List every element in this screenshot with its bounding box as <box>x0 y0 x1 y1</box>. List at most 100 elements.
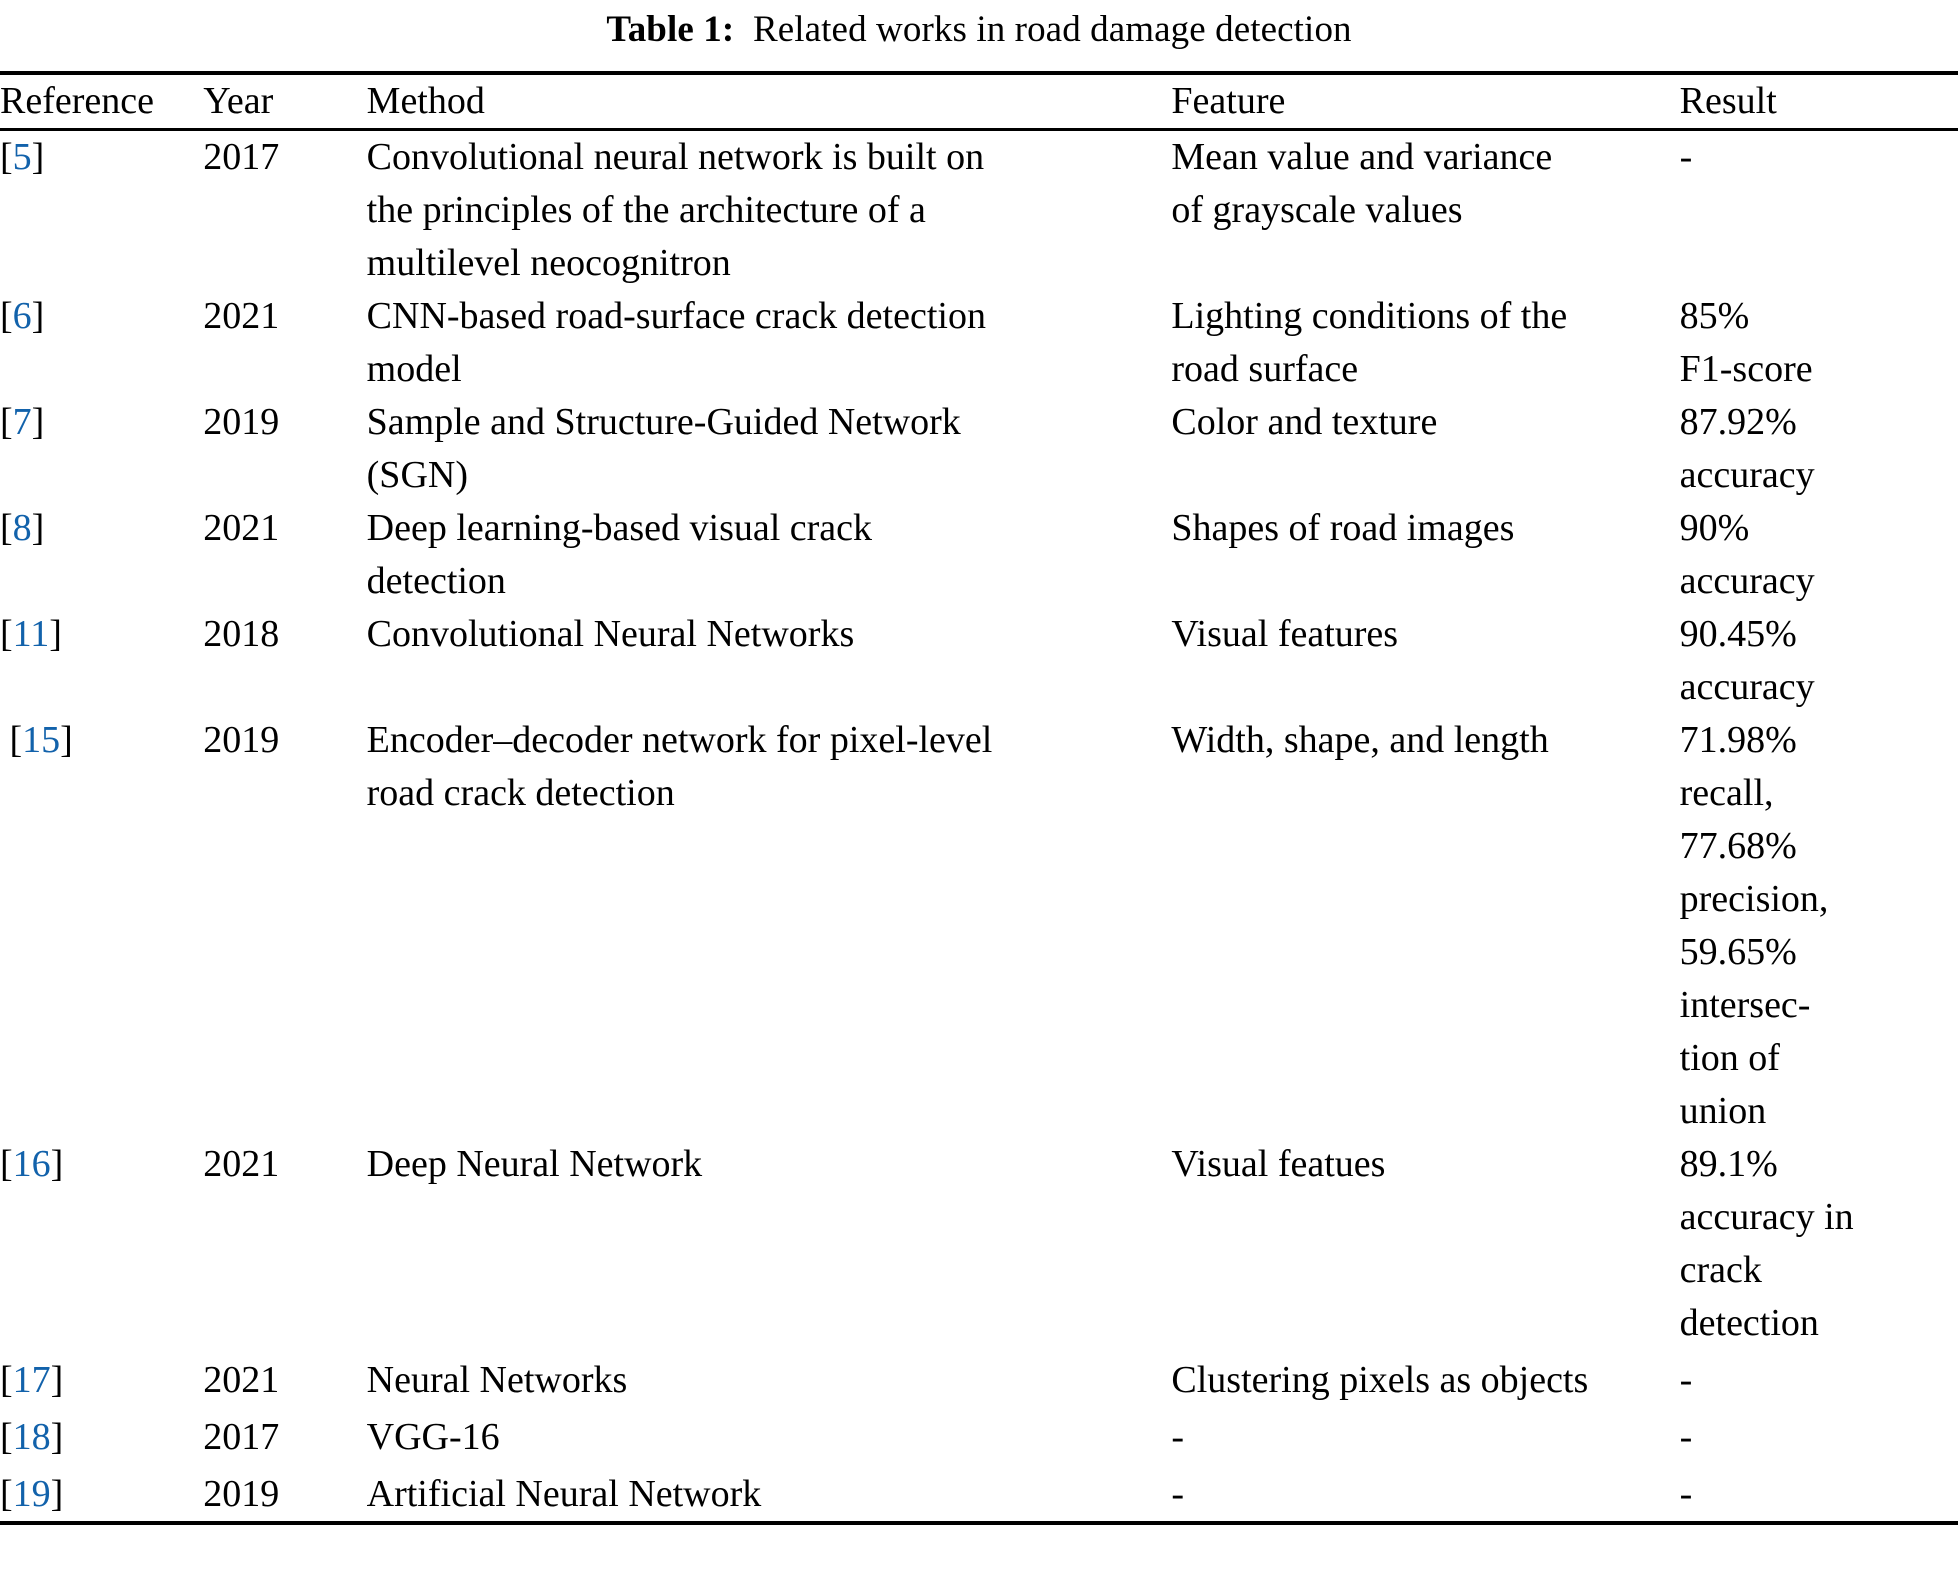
cell-year: 2021 <box>203 1143 280 1185</box>
table-header-rule <box>0 128 1958 131</box>
cell-method: Artificial Neural Network <box>366 1473 762 1515</box>
cell-reference: [18] <box>0 1407 203 1464</box>
cell-reference: [19] <box>0 1464 203 1521</box>
cell-feature: Width, shape, and length <box>1171 719 1549 761</box>
ref-bracket-open: [ <box>0 136 13 178</box>
cell-method: Sample and Structure-Guided Network (SGN… <box>366 401 961 496</box>
cell-feature: Visual featues <box>1171 1143 1386 1185</box>
reference-link[interactable]: 19 <box>12 1473 51 1515</box>
table-row: [6] 2021 CNN-based road-surface crack de… <box>0 290 1958 396</box>
table-caption-label: Table 1: <box>606 9 735 50</box>
reference-link[interactable]: 18 <box>12 1416 51 1458</box>
cell-result: 89.1% accuracy in crack detection <box>1679 1143 1854 1344</box>
ref-bracket-close: ] <box>31 136 45 178</box>
cell-year: 2017 <box>203 1416 280 1458</box>
cell-reference: [17] <box>0 1350 203 1407</box>
ref-bracket-open: [ <box>0 507 13 549</box>
ref-bracket-close: ] <box>50 1143 64 1185</box>
cell-method: Deep learning-based visual crack detecti… <box>366 507 873 602</box>
table-row: [16] 2021 Deep Neural Network Visual fea… <box>0 1138 1958 1350</box>
column-header-feature: Feature <box>1171 80 1286 122</box>
table-row: [15] 2019 Encoder–decoder network for pi… <box>0 714 1958 1138</box>
table-row: [17] 2021 Neural Networks Clustering pix… <box>0 1350 1958 1407</box>
cell-reference: [7] <box>0 396 203 502</box>
cell-method: Deep Neural Network <box>366 1143 703 1185</box>
column-header-result: Result <box>1679 80 1777 122</box>
reference-link[interactable]: 17 <box>12 1359 51 1401</box>
ref-bracket-close: ] <box>50 1359 64 1401</box>
reference-link[interactable]: 11 <box>12 613 50 655</box>
ref-bracket-open: [ <box>0 613 13 655</box>
ref-bracket-close: ] <box>50 1416 64 1458</box>
cell-reference: [8] <box>0 502 203 608</box>
table-data: [5] 2017 Convolutional neural network is… <box>0 131 1958 1521</box>
cell-feature: Lighting conditions of the road surface <box>1171 295 1568 390</box>
cell-method: CNN-based road-surface crack detection m… <box>366 295 986 390</box>
cell-feature: Visual features <box>1171 613 1399 655</box>
cell-method: Convolutional neural network is built on… <box>366 136 985 284</box>
column-header-reference: Reference <box>0 80 154 122</box>
table-top-rule <box>0 71 1958 75</box>
cell-result: 85% F1-score <box>1679 295 1813 390</box>
ref-bracket-close: ] <box>49 613 62 655</box>
ref-bracket-open: [ <box>0 1359 13 1401</box>
cell-result: - <box>1679 1359 1693 1401</box>
cell-result: 90.45% accuracy <box>1679 613 1815 708</box>
cell-method: Convolutional Neural Networks <box>366 613 855 655</box>
table-bottom-rule <box>0 1521 1958 1525</box>
cell-year: 2018 <box>203 613 280 655</box>
cell-reference: [16] <box>0 1138 203 1350</box>
ref-bracket-close: ] <box>60 719 73 761</box>
cell-year: 2021 <box>203 507 280 549</box>
cell-result: - <box>1679 1473 1693 1515</box>
reference-link[interactable]: 15 <box>22 719 61 761</box>
reference-link[interactable]: 5 <box>12 136 32 178</box>
ref-bracket-close: ] <box>50 1473 64 1515</box>
table-row: [5] 2017 Convolutional neural network is… <box>0 131 1958 290</box>
cell-reference: [5] <box>0 131 203 290</box>
ref-bracket-open: [ <box>0 295 13 337</box>
cell-method: Neural Networks <box>366 1359 628 1401</box>
reference-link[interactable]: 6 <box>12 295 32 337</box>
cell-year: 2019 <box>203 719 280 761</box>
reference-link[interactable]: 8 <box>12 507 32 549</box>
column-header-year: Year <box>203 80 274 122</box>
reference-link[interactable]: 16 <box>12 1143 51 1185</box>
cell-feature: - <box>1171 1416 1185 1458</box>
cell-feature: Color and texture <box>1171 401 1438 443</box>
cell-result: - <box>1679 136 1693 178</box>
table-head: Reference Year Method Feature Result <box>0 75 1958 128</box>
cell-feature: Shapes of road images <box>1171 507 1515 549</box>
cell-year: 2017 <box>203 136 280 178</box>
related-works-table: Table 1: Related works in road damage de… <box>0 0 1958 1525</box>
ref-lead <box>0 719 10 761</box>
table-row: [19] 2019 Artificial Neural Network - - <box>0 1464 1958 1521</box>
table-body: Reference Year Method Feature Result <box>0 75 1958 128</box>
table-caption: Table 1: Related works in road damage de… <box>0 0 1958 71</box>
ref-bracket-close: ] <box>31 507 45 549</box>
cell-feature: Clustering pixels as objects <box>1171 1359 1589 1401</box>
cell-reference: [15] <box>0 714 203 1138</box>
cell-reference: [6] <box>0 290 203 396</box>
header-row: Reference Year Method Feature Result <box>0 75 1958 128</box>
ref-bracket-open: [ <box>9 719 23 761</box>
cell-year: 2019 <box>203 401 280 443</box>
cell-result: 90% accuracy <box>1679 507 1815 602</box>
table-row: [8] 2021 Deep learning-based visual crac… <box>0 502 1958 608</box>
table-caption-text: Related works in road damage detection <box>752 9 1352 50</box>
cell-reference: [11] <box>0 608 203 714</box>
table-row: [11] 2018 Convolutional Neural Networks … <box>0 608 1958 714</box>
cell-result: - <box>1679 1416 1693 1458</box>
cell-feature: - <box>1171 1473 1185 1515</box>
cell-year: 2019 <box>203 1473 280 1515</box>
ref-bracket-open: [ <box>0 1143 13 1185</box>
cell-year: 2021 <box>203 1359 280 1401</box>
ref-bracket-close: ] <box>31 295 45 337</box>
ref-bracket-open: [ <box>0 1416 13 1458</box>
column-header-method: Method <box>366 80 485 122</box>
reference-link[interactable]: 7 <box>12 401 32 443</box>
cell-result: 71.98% recall, 77.68% precision, 59.65% … <box>1679 719 1829 1132</box>
table-row: [7] 2019 Sample and Structure-Guided Net… <box>0 396 1958 502</box>
ref-bracket-close: ] <box>31 401 45 443</box>
cell-feature: Mean value and variance of grayscale val… <box>1171 136 1553 231</box>
